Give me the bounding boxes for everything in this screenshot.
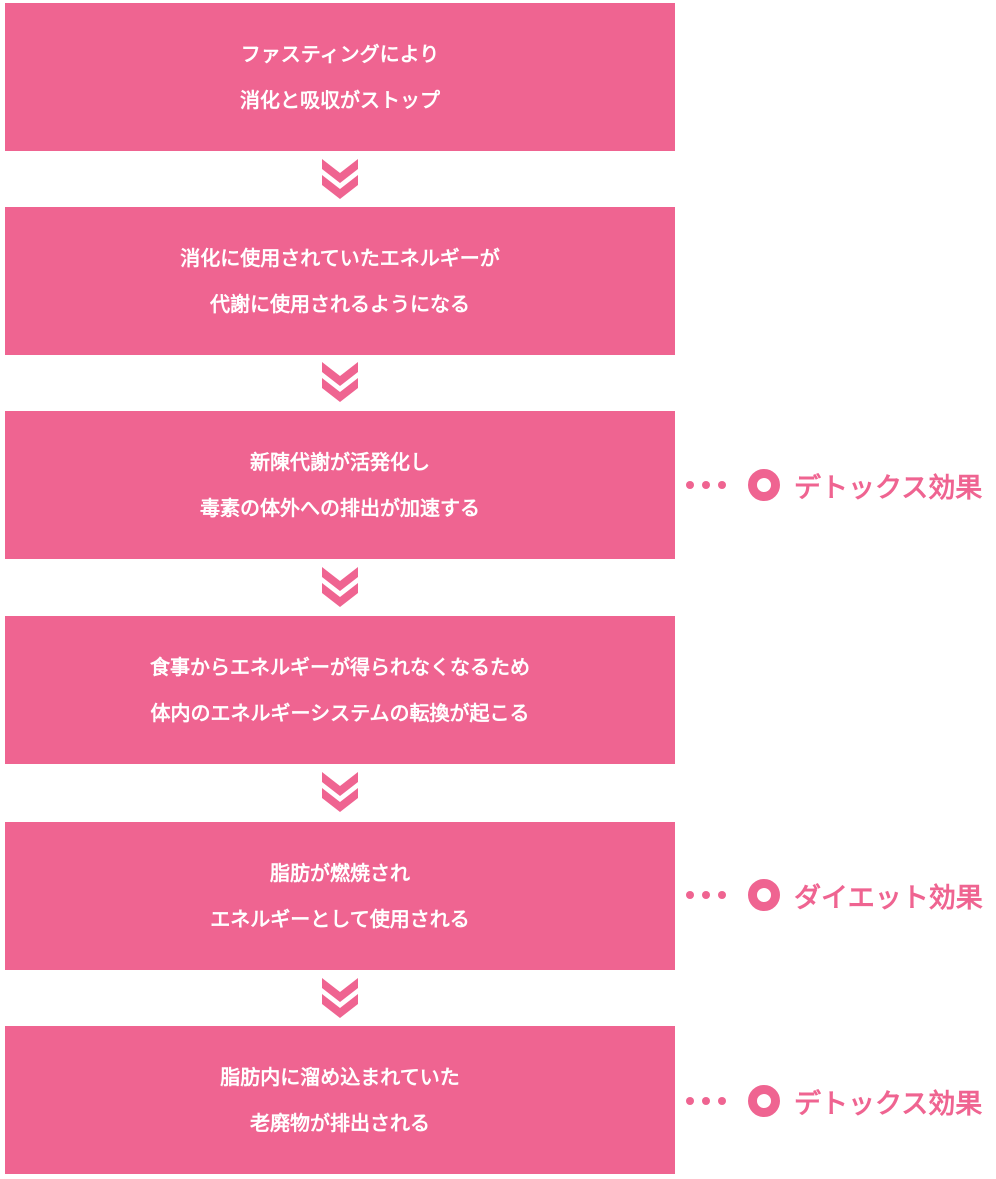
effect-label: ダイエット効果	[794, 882, 983, 914]
effect-label: デトックス効果	[794, 472, 983, 504]
flow-step-4: 食事からエネルギーが得られなくなるため 体内のエネルギーシステムの転換が起こる	[5, 616, 675, 764]
dotted-leader-icon	[686, 891, 726, 899]
step-5-line-1: 脂肪が燃焼され	[270, 861, 410, 885]
double-chevron-down-icon	[322, 772, 358, 812]
step-6-line-1: 脂肪内に溜め込まれていた	[220, 1065, 460, 1089]
flow-step-3: 新陳代謝が活発化し 毒素の体外への排出が加速する	[5, 411, 675, 559]
double-chevron-down-icon	[322, 567, 358, 607]
step-4-line-1: 食事からエネルギーが得られなくなるため	[150, 655, 530, 679]
step-1-line-2: 消化と吸収がストップ	[240, 88, 440, 112]
effect-note-detox-1: デトックス効果	[686, 465, 982, 505]
double-chevron-down-icon	[322, 362, 358, 402]
step-2-line-1: 消化に使用されていたエネルギーが	[180, 246, 500, 270]
dotted-leader-icon	[686, 1097, 726, 1105]
flow-step-6: 脂肪内に溜め込まれていた 老廃物が排出される	[5, 1026, 675, 1174]
step-3-line-1: 新陳代謝が活発化し	[250, 450, 430, 474]
ring-icon	[748, 879, 780, 911]
step-5-line-2: エネルギーとして使用される	[210, 907, 470, 931]
ring-icon	[748, 469, 780, 501]
step-6-line-2: 老廃物が排出される	[250, 1111, 430, 1135]
step-2-line-2: 代謝に使用されるようになる	[210, 292, 470, 316]
effect-label: デトックス効果	[794, 1088, 983, 1120]
double-chevron-down-icon	[322, 978, 358, 1018]
flow-step-2: 消化に使用されていたエネルギーが 代謝に使用されるようになる	[5, 207, 675, 355]
step-1-line-1: ファスティングにより	[240, 42, 440, 66]
effect-note-diet: ダイエット効果	[686, 875, 983, 915]
ring-icon	[748, 1085, 780, 1117]
flow-step-5: 脂肪が燃焼され エネルギーとして使用される	[5, 822, 675, 970]
effect-note-detox-2: デトックス効果	[686, 1081, 982, 1121]
double-chevron-down-icon	[322, 159, 358, 199]
dotted-leader-icon	[686, 481, 726, 489]
step-4-line-2: 体内のエネルギーシステムの転換が起こる	[150, 701, 530, 725]
step-3-line-2: 毒素の体外への排出が加速する	[200, 496, 480, 520]
flow-step-1: ファスティングにより 消化と吸収がストップ	[5, 3, 675, 151]
